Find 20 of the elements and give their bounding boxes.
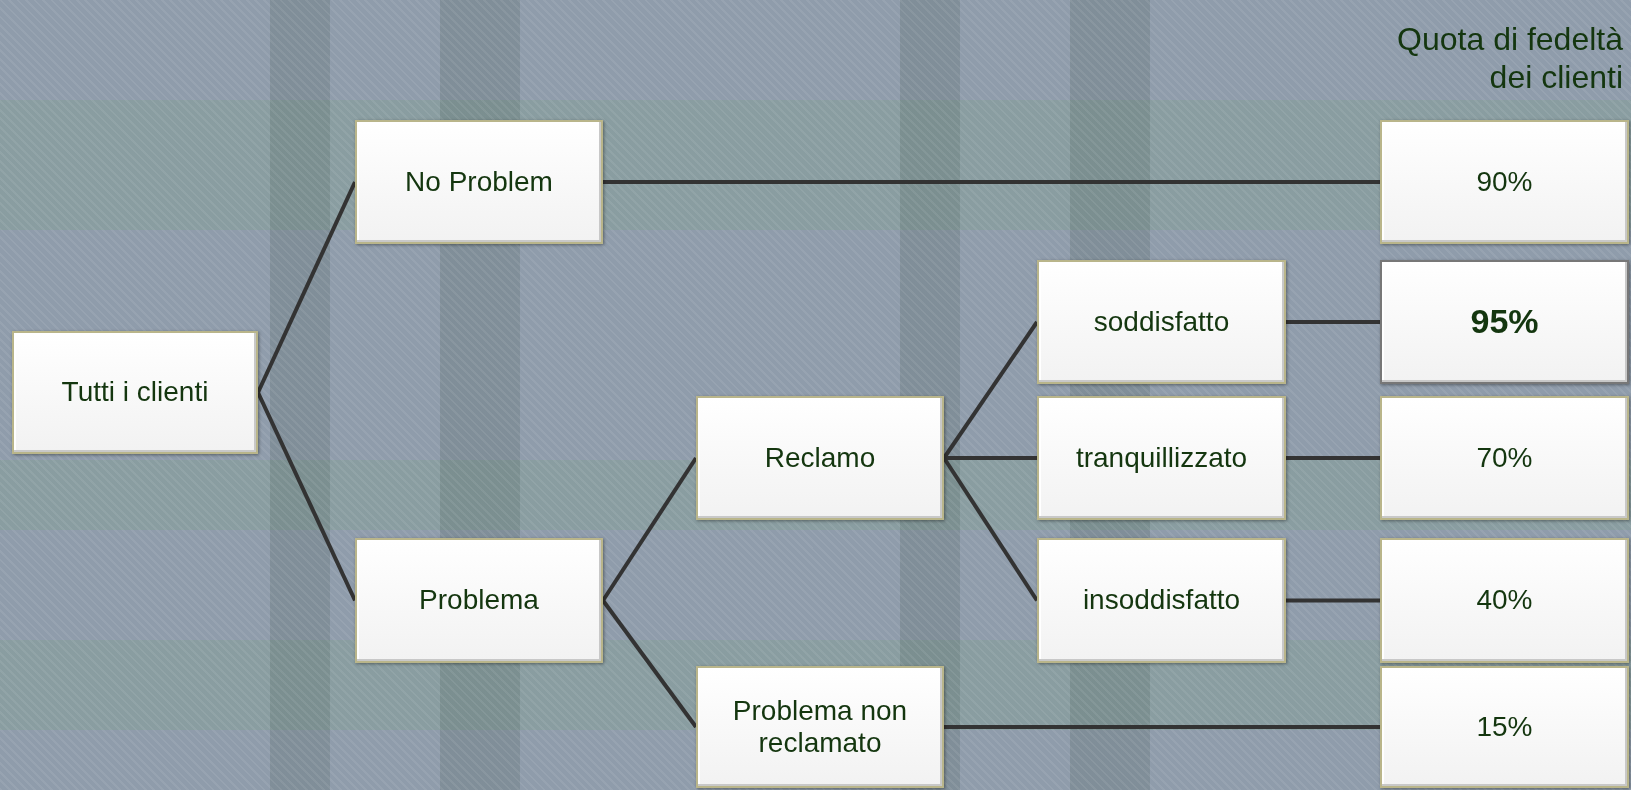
tree-node-box: Problema <box>355 538 603 663</box>
tree-node-box: soddisfatto <box>1037 260 1286 384</box>
connector-line <box>944 725 1380 729</box>
tree-node-box: 15% <box>1380 666 1629 788</box>
tree-node-box: insoddisfatto <box>1037 538 1286 663</box>
tree-node-box: 40% <box>1380 538 1629 663</box>
connector-line <box>1286 320 1380 324</box>
column-heading: Quota di fedeltà dei clienti <box>1396 20 1623 97</box>
tree-node-box: 90% <box>1380 120 1629 244</box>
tree-node-box: Problema non reclamato <box>696 666 944 788</box>
connector-line <box>944 456 1037 460</box>
tree-node-box: Reclamo <box>696 396 944 520</box>
connector-line <box>1286 598 1380 603</box>
connector-line <box>603 180 1380 184</box>
tree-node-box: No Problem <box>355 120 603 244</box>
tree-node-box: 70% <box>1380 396 1629 520</box>
highlighted-value-box: 95% <box>1380 260 1629 384</box>
tree-node-box: tranquillizzato <box>1037 396 1286 520</box>
tree-node-box: Tutti i clienti <box>12 331 258 454</box>
connector-line <box>1286 456 1380 460</box>
